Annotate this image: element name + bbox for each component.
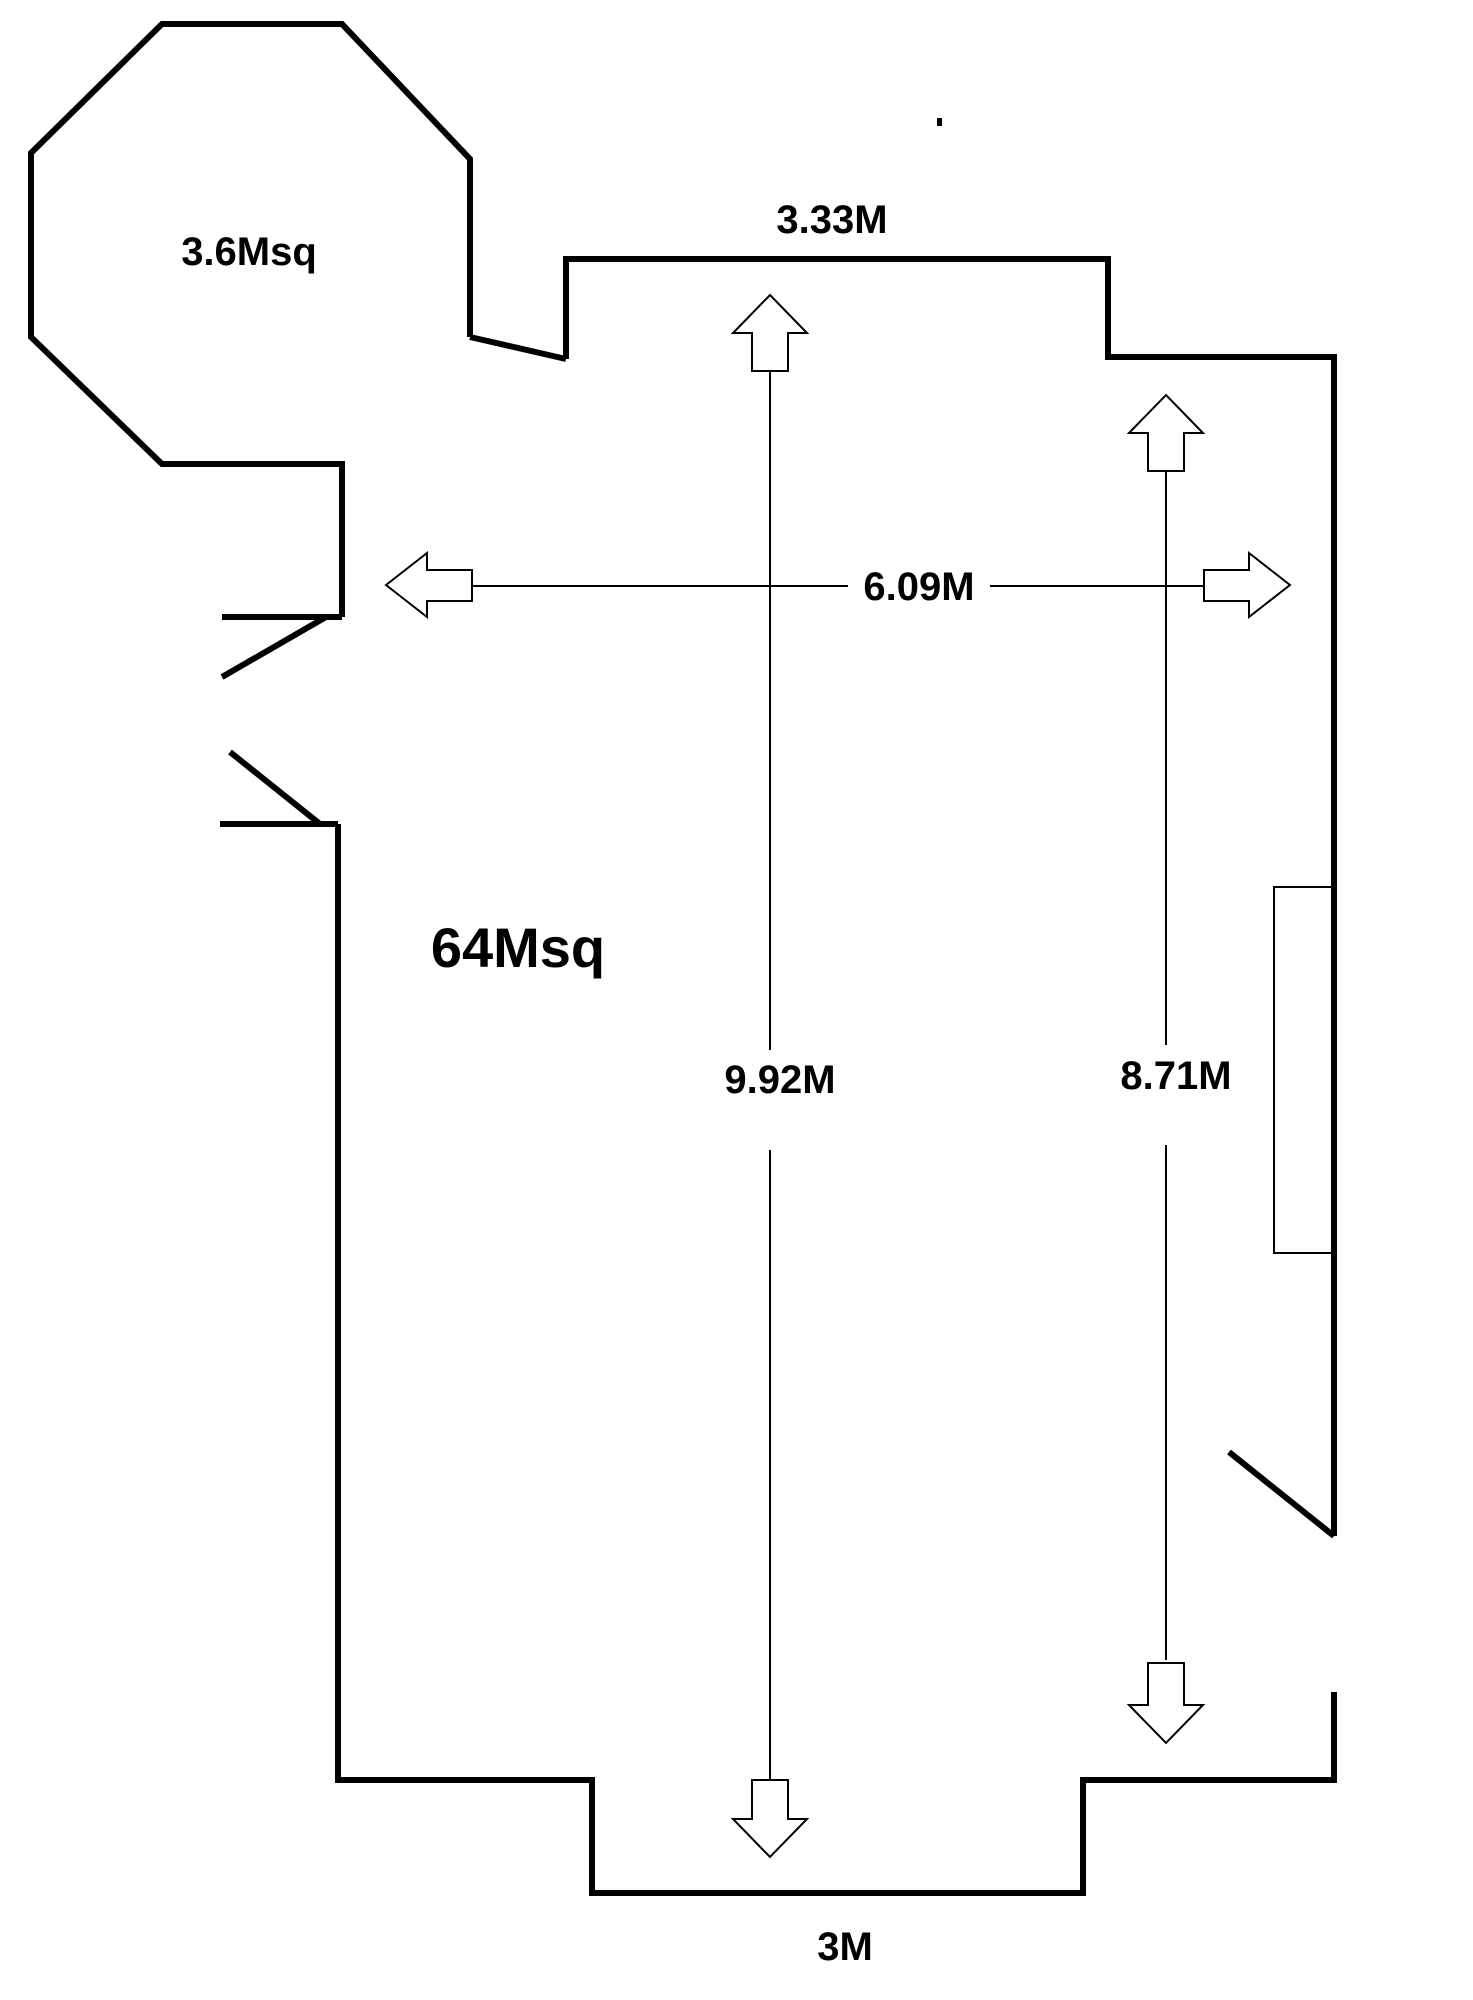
top-width-label: 3.33M (776, 198, 887, 242)
main-room-bottom-wall (335, 824, 1337, 1896)
small-room-connector-wall (469, 334, 567, 362)
right-door-leaf (1227, 1449, 1336, 1539)
left-length-label-bg (712, 1050, 852, 1150)
mid-width-arrow-right (1203, 550, 1292, 620)
mid-width-label-bg (848, 562, 990, 610)
right-length-arrow-down (1126, 1662, 1206, 1745)
right-length-arrow-up (1126, 393, 1206, 472)
small-room-area-label: 3.6Msq (181, 230, 317, 274)
right-length-label-bg (1108, 1045, 1248, 1145)
right-length-label: 8.71M (1120, 1054, 1231, 1098)
mid-width-label: 6.09M (863, 565, 974, 609)
main-room-area-label: 64Msq (431, 916, 605, 979)
left-length-label: 9.92M (724, 1058, 835, 1102)
left-length-arrow-up (730, 293, 810, 372)
main-room-wall (563, 256, 1337, 1536)
speck-mark (937, 118, 942, 126)
left-door-leaf-top (220, 614, 328, 680)
left-length-arrow-down (730, 1779, 810, 1859)
bottom-width-label: 3M (817, 1925, 873, 1969)
small-room-wall (28, 21, 473, 617)
mid-width-arrow-left (384, 550, 473, 620)
wall-fixture (1273, 886, 1335, 1254)
left-door-leaf-bottom (228, 749, 322, 827)
